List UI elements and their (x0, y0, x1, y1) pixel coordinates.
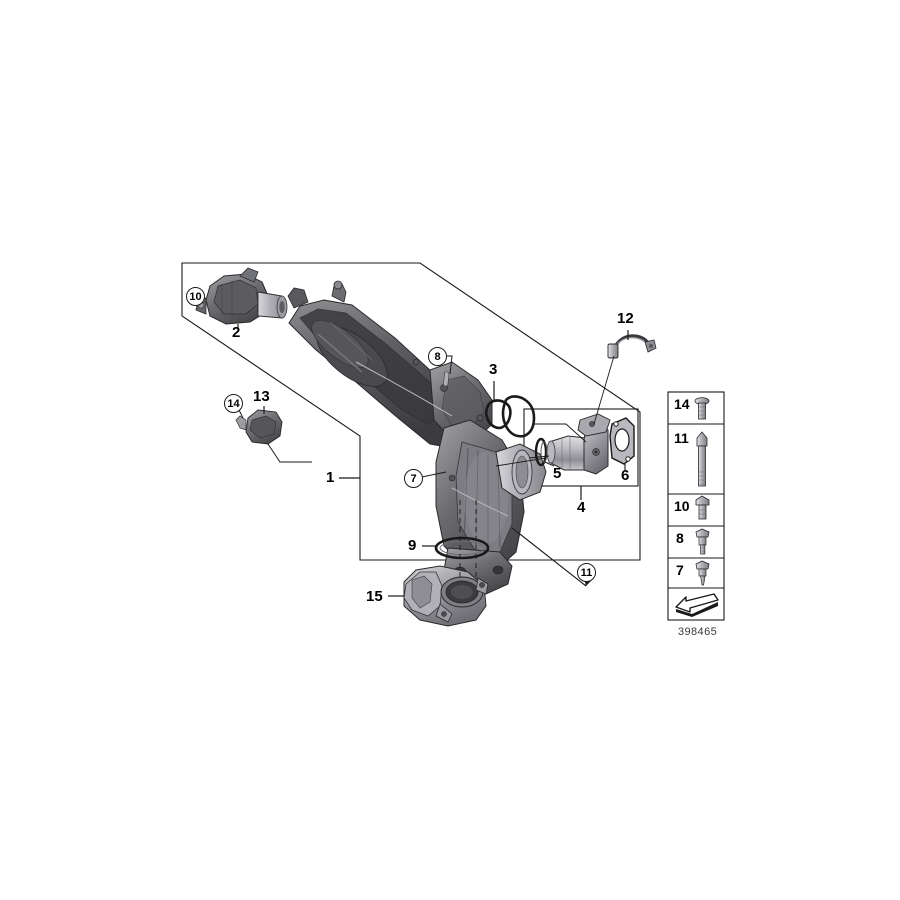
callout-7: 7 (404, 469, 423, 488)
label-4: 4 (577, 499, 586, 516)
item-2-actuator (195, 267, 288, 325)
item-15-throttle-body (403, 565, 489, 627)
item-6-gasket (609, 417, 635, 465)
callout-11-pointer (511, 527, 587, 587)
label-1: 1 (326, 469, 335, 486)
item-9-oring (434, 536, 490, 560)
item-4-pointer-b (528, 455, 550, 459)
callout-11: 11 (577, 563, 596, 582)
assembly-axis-lines (459, 500, 477, 582)
label-12: 12 (617, 310, 634, 327)
legend-number-7: 7 (676, 562, 684, 578)
callout-10: 10 (186, 287, 205, 306)
legend-number-8: 8 (676, 530, 684, 546)
legend-number-11: 11 (674, 430, 689, 446)
manifold-to-egr-pointer (495, 457, 547, 467)
legend-number-14: 14 (674, 396, 690, 412)
item-13-pointer (267, 443, 312, 463)
legend-icon-10-bolt (695, 495, 710, 520)
item-12-sensor-lead (607, 334, 657, 359)
intake-manifold-body (287, 280, 547, 595)
label-2: 2 (232, 324, 241, 341)
label-13: 13 (253, 388, 270, 405)
diagram-id-label: 398465 (678, 626, 718, 638)
legend-box (667, 391, 725, 621)
legend-icon-7-bolt (695, 560, 710, 586)
legend-icon-11-bolt (696, 431, 708, 487)
item-3-gasket (484, 395, 536, 438)
item-5-leader (544, 461, 555, 467)
direction-arrow-icon (675, 593, 719, 617)
item-4-pointer-a (534, 423, 587, 443)
item-13-bracket (235, 409, 283, 445)
item-12-pointer (593, 355, 615, 425)
legend-icon-8-bolt (695, 528, 710, 555)
label-3: 3 (489, 361, 498, 378)
callout-8: 8 (428, 347, 447, 366)
label-6: 6 (621, 467, 630, 484)
label-5: 5 (553, 465, 562, 482)
callout-14: 14 (224, 394, 243, 413)
item-4-egr-valve (546, 413, 611, 475)
legend-number-10: 10 (674, 498, 690, 514)
legend-icon-14-bolt (694, 397, 710, 420)
label-15: 15 (366, 588, 383, 605)
label-9: 9 (408, 537, 417, 554)
